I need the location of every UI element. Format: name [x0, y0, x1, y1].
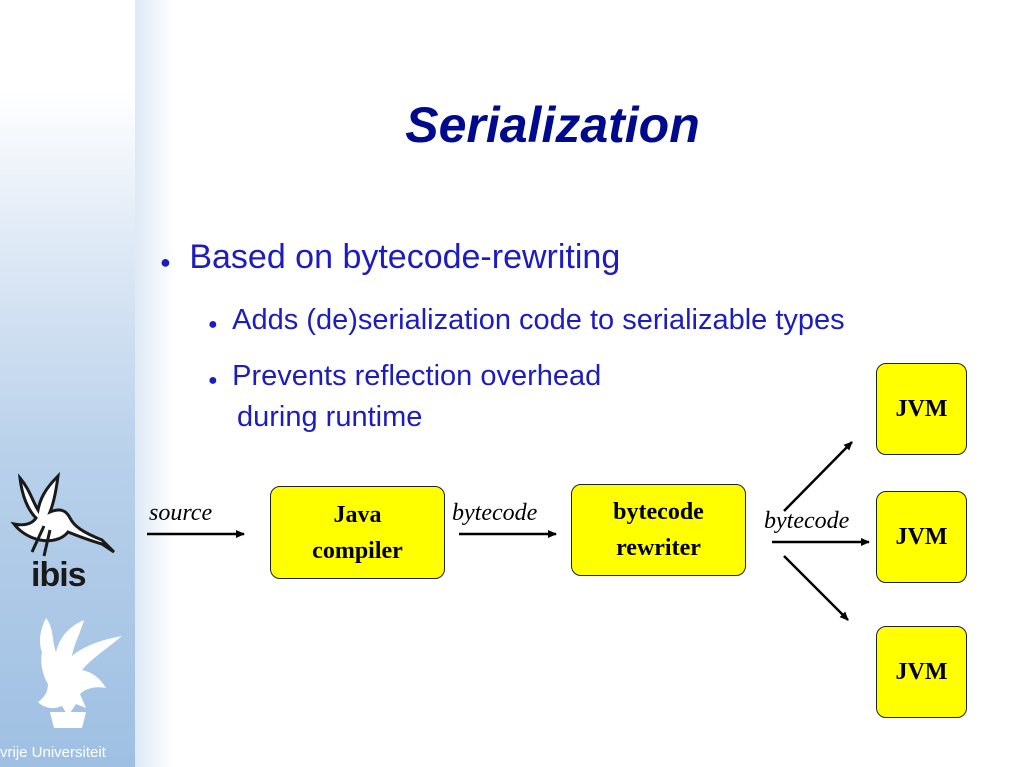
box-jvm-bottom: JVM	[876, 626, 967, 718]
box-bytecode-rewriter: bytecode rewriter	[571, 484, 746, 576]
slide-title: Serialization	[405, 97, 700, 153]
box-line: Java	[333, 501, 382, 528]
griffin-icon	[38, 618, 122, 728]
label-bytecode: bytecode	[452, 500, 538, 526]
label-bytecode: bytecode	[764, 508, 850, 534]
bullet-level2: ● Prevents reflection overhead	[208, 360, 601, 393]
ibis-logo-text: ibis	[31, 556, 87, 594]
bullet-level1: ● Based on bytecode-rewriting	[160, 238, 620, 277]
bullet-text: Adds (de)serialization code to serializa…	[232, 304, 845, 336]
box-java-compiler: Java compiler	[270, 486, 445, 579]
box-line: bytecode	[613, 499, 704, 525]
box-line: rewriter	[616, 535, 701, 561]
vu-logo-text: vrije Universiteit	[0, 744, 106, 761]
bullet-dot-icon: ●	[208, 372, 218, 389]
box-jvm-top: JVM	[876, 363, 967, 455]
bullet-text-continuation: during runtime	[237, 401, 423, 433]
arrow-to-jvm-bottom	[783, 555, 849, 621]
label-source: source	[149, 500, 213, 526]
bullet-text: Based on bytecode-rewriting	[189, 238, 621, 276]
box-line: compiler	[312, 537, 403, 564]
ibis-bird-icon	[10, 471, 116, 557]
bullet-level2: ● Adds (de)serialization code to seriali…	[208, 304, 845, 337]
box-jvm-middle: JVM	[876, 491, 967, 583]
bullet-dot-icon: ●	[208, 316, 218, 333]
arrow-to-jvm-top	[783, 441, 853, 512]
bullet-dot-icon: ●	[160, 252, 171, 272]
bullet-text: Prevents reflection overhead	[232, 360, 602, 392]
